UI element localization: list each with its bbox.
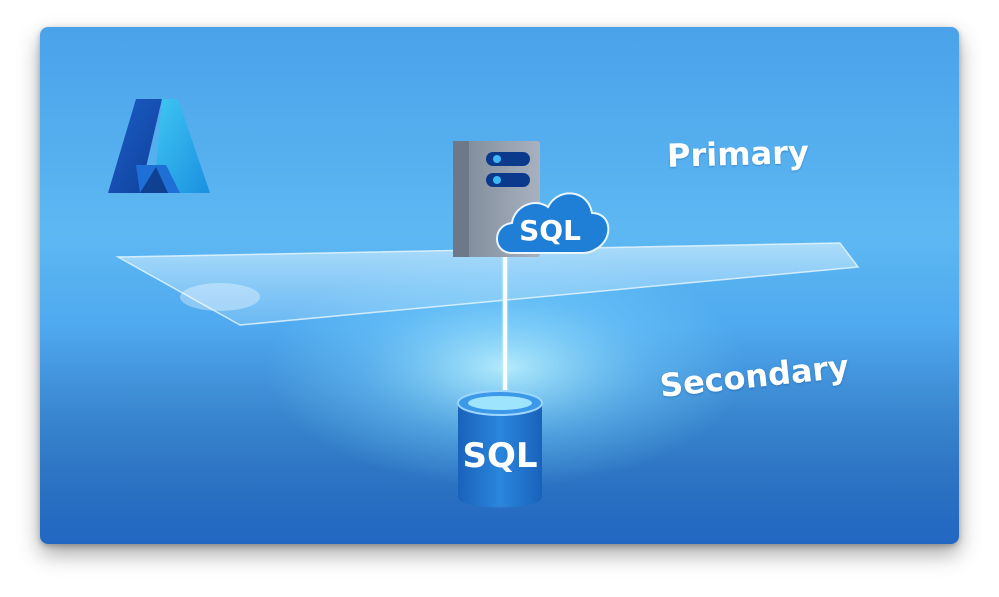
scene-illustration: SQL SQL [40,99,959,544]
sql-cloud-icon: SQL [496,192,610,254]
azure-logo-icon [108,99,210,193]
database-text: SQL [462,436,537,476]
replication-beam-core [503,249,507,409]
secondary-database-icon: SQL [457,390,543,508]
plane-highlight [180,283,260,311]
server-badge-text: SQL [519,214,581,247]
video-frame: SQL SQL Primary Secondary [40,27,959,544]
primary-label: Primary [666,133,810,175]
